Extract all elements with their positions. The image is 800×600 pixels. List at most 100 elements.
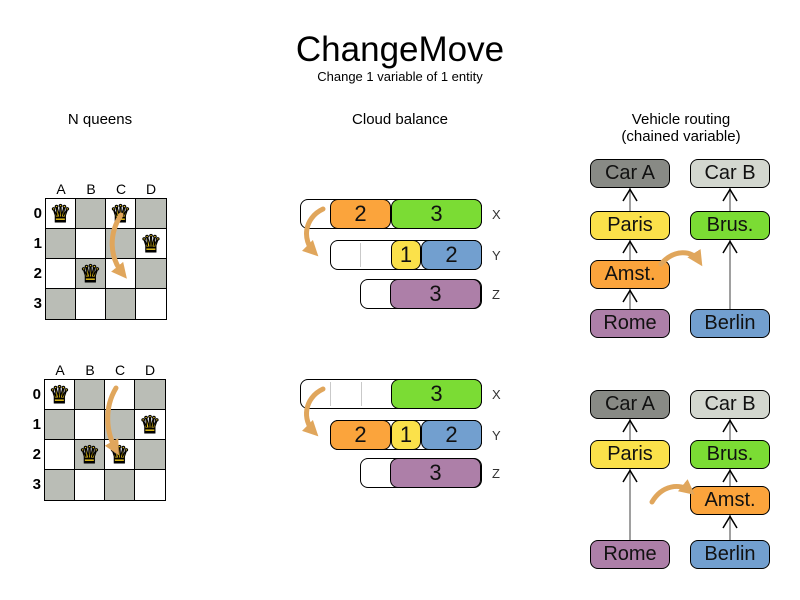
process-block: 1 — [391, 240, 421, 270]
route-node-berlin-before: Berlin — [690, 309, 770, 338]
board-column-label: B — [86, 181, 96, 197]
route-node-paris-after: Paris — [590, 440, 670, 469]
board-cell — [106, 289, 136, 319]
board-cell: ♛ — [46, 199, 76, 229]
route-node-brus-after: Brus. — [690, 440, 770, 469]
slot-divider — [361, 382, 362, 406]
queen-icon: ♛ — [109, 199, 132, 228]
slot-divider — [360, 243, 361, 267]
page-subtitle: Change 1 variable of 1 entity — [317, 69, 483, 84]
board-grid: ♛♛♛♛ — [44, 379, 166, 501]
board-cell — [76, 229, 106, 259]
board-cell — [106, 229, 136, 259]
route-node-brus-before: Brus. — [690, 211, 770, 240]
route-node-carb-before: Car B — [690, 159, 770, 188]
chain-arrowhead — [622, 419, 638, 433]
section-header-nqueens: N queens — [67, 111, 133, 128]
board-cell — [46, 259, 76, 289]
resource-bar-z-before: 3 — [360, 279, 482, 309]
route-node-paris-before: Paris — [590, 211, 670, 240]
board-row-label: 3 — [32, 475, 41, 493]
board-row-label: 2 — [32, 445, 41, 463]
board-column-label: B — [85, 362, 95, 378]
board-cell: ♛ — [75, 440, 105, 470]
queen-icon: ♛ — [108, 440, 131, 469]
board-cell — [136, 289, 166, 319]
route-node-berlin-after: Berlin — [690, 540, 770, 569]
queen-icon: ♛ — [140, 229, 163, 258]
board-cell — [76, 199, 106, 229]
board-row-label: 1 — [33, 234, 42, 252]
board-row-label: 0 — [33, 204, 42, 222]
chain-arrowhead — [722, 419, 738, 433]
board-row-label: 0 — [32, 385, 41, 403]
route-node-rome-before: Rome — [590, 309, 670, 338]
board-cell — [106, 259, 136, 289]
queen-icon: ♛ — [49, 199, 72, 228]
chain-arrowhead — [622, 240, 638, 254]
chain-arrowhead — [722, 515, 738, 529]
board-cell — [45, 440, 75, 470]
queen-icon: ♛ — [78, 440, 101, 469]
board-column-label: C — [115, 181, 127, 197]
queen-icon: ♛ — [79, 259, 102, 288]
chain-arrowhead — [722, 469, 738, 483]
board-cell — [75, 380, 105, 410]
board-row-label: 2 — [33, 264, 42, 282]
board-column-label: A — [56, 181, 66, 197]
chain-arrowhead — [722, 240, 738, 254]
vehicle-routing-header-line1: Vehicle routing — [631, 111, 731, 128]
chain-arrowhead — [622, 289, 638, 303]
process-block: 2 — [421, 240, 482, 270]
resource-bar-x-after: 3 — [300, 379, 482, 409]
board-column-label: D — [145, 181, 157, 197]
board-grid: ♛ ♛ ♛ ♛ — [45, 198, 167, 320]
move-arrow-vehicle-after — [649, 479, 695, 505]
board-cell — [105, 410, 135, 440]
resource-label-x-after: X — [492, 387, 501, 402]
process-block: 3 — [391, 199, 482, 229]
chain-arrowhead — [622, 188, 638, 202]
board-column-label: A — [55, 362, 65, 378]
section-header-cloud-balance: Cloud balance — [352, 111, 448, 128]
route-node-cara-before: Car A — [590, 159, 670, 188]
process-block: 3 — [391, 379, 482, 409]
board-cell: ♛ — [45, 380, 75, 410]
board-cell — [45, 410, 75, 440]
board-cell — [75, 470, 105, 500]
process-block: 2 — [421, 420, 482, 450]
process-block: 3 — [390, 279, 481, 309]
board-cell — [46, 289, 76, 319]
resource-label-y-before: Y — [492, 248, 501, 263]
board-cell — [135, 470, 165, 500]
process-block: 2 — [330, 199, 391, 229]
board-column-label: C — [114, 362, 126, 378]
resource-bar-z-after: 3 — [360, 458, 482, 488]
slot-divider — [330, 382, 331, 406]
route-node-carb-after: Car B — [690, 390, 770, 419]
resource-label-y-after: Y — [492, 428, 501, 443]
board-column-label: D — [144, 362, 156, 378]
board-cell: ♛ — [105, 440, 135, 470]
process-block: 3 — [390, 458, 481, 488]
route-node-amst-before: Amst. — [590, 260, 670, 289]
board-cell — [135, 440, 165, 470]
resource-label-x-before: X — [492, 207, 501, 222]
board-cell — [105, 380, 135, 410]
board-cell — [105, 470, 135, 500]
route-node-rome-after: Rome — [590, 540, 670, 569]
chain-arrowhead — [622, 469, 638, 483]
board-cell — [46, 229, 76, 259]
process-block: 2 — [330, 420, 391, 450]
board-cell — [136, 199, 166, 229]
process-block: 1 — [391, 420, 421, 450]
board-cell — [135, 380, 165, 410]
queen-icon: ♛ — [48, 380, 71, 409]
board-cell — [75, 410, 105, 440]
